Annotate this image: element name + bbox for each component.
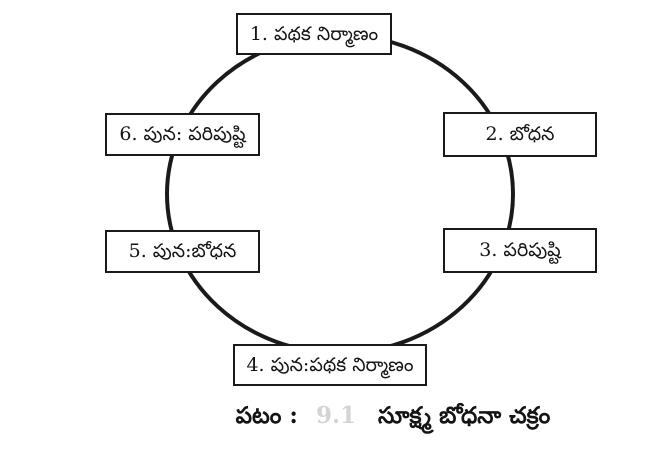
- cycle-step-2-box: 2. బోధన: [443, 112, 597, 157]
- cycle-step-1-box: 1. పథక నిర్మాణం: [236, 13, 392, 55]
- cycle-step-3-label: 3. పరిపుష్టి: [479, 239, 561, 262]
- cycle-ellipse: [165, 33, 515, 355]
- figure-caption-prefix: పటం :: [235, 402, 298, 429]
- cycle-step-4-label: 4. పున:పథక నిర్మాణం: [246, 353, 414, 376]
- cycle-step-5-label: 5. పున:బోధన: [128, 240, 237, 263]
- cycle-step-5-box: 5. పున:బోధన: [105, 230, 260, 273]
- cycle-step-6-box: 6. పున: పరిపుష్టి: [105, 113, 260, 156]
- figure-caption-number: 9.1: [315, 402, 356, 429]
- cycle-step-2-label: 2. బోధన: [485, 123, 555, 146]
- figure-caption: పటం : 9.1 సూక్ష్మ బోధనా చక్రం: [117, 402, 669, 435]
- cycle-step-6-label: 6. పున: పరిపుష్టి: [119, 123, 246, 146]
- figure-caption-title: సూక్ష్మ బోధనా చక్రం: [377, 402, 551, 429]
- cycle-step-3-box: 3. పరిపుష్టి: [443, 228, 597, 273]
- cycle-step-1-label: 1. పథక నిర్మాణం: [249, 22, 379, 45]
- cycle-step-4-box: 4. పున:పథక నిర్మాణం: [233, 344, 427, 386]
